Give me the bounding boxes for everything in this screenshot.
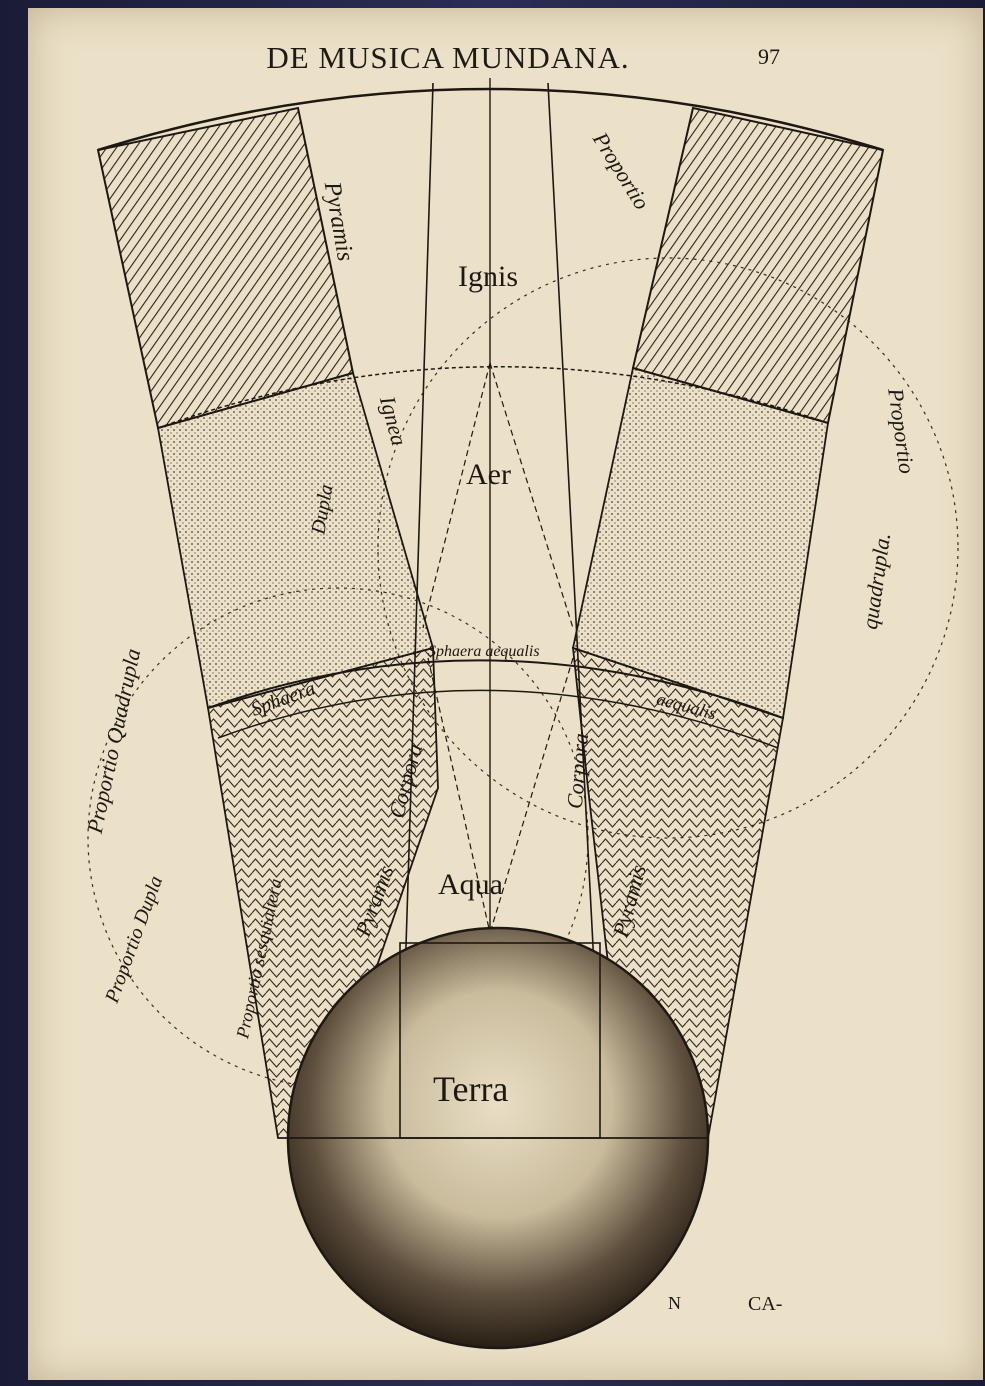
cone-left [423, 363, 490, 628]
label-sphaera-aequalis: Sphaera aequalis [428, 643, 540, 661]
cone-right [490, 363, 573, 628]
book-page: DE MUSICA MUNDANA. 97 Ignis Aer Aqua Ter… [28, 8, 983, 1380]
page-number: 97 [758, 44, 780, 70]
signature-mark: N [668, 1293, 681, 1314]
catchword: CA- [748, 1293, 782, 1316]
label-ignis: Ignis [458, 260, 518, 294]
label-aqua: Aqua [438, 868, 503, 902]
left-fire-wedge [98, 108, 353, 428]
running-header: DE MUSICA MUNDANA. [198, 40, 698, 76]
cosmic-diagram [28, 8, 983, 1380]
right-fire-wedge [633, 108, 883, 423]
label-terra: Terra [433, 1068, 508, 1110]
label-aer: Aer [466, 458, 511, 492]
